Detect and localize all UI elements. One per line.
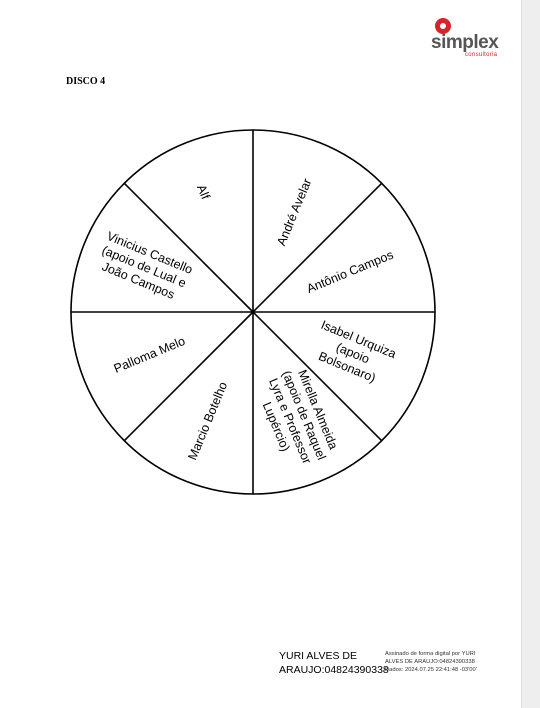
slice-label-8-line-1: Alf: [194, 182, 213, 201]
signature-details: Assinado de forma digital por YURI ALVES…: [385, 650, 525, 674]
simplex-logo: simplex consultoria: [431, 14, 511, 60]
wheel-dividers: [71, 130, 435, 494]
signer-name-line1: YURI ALVES DE: [279, 650, 358, 662]
signature-detail-line1: Assinado de forma digital por YURI: [385, 651, 476, 657]
slice-label-8: Alf: [194, 182, 213, 201]
signature-detail-line3: Dados: 2024.07.25 22:41:48 -03'00': [385, 667, 477, 673]
page-edge: [521, 0, 540, 708]
signer-name-line2: ARAUJO:04824390338: [279, 664, 389, 676]
signature-detail-line2: ALVES DE ARAUJO:04824390338: [385, 659, 475, 665]
disco-title: DISCO 4: [66, 76, 106, 87]
wheel-divider-2: [252, 182, 383, 313]
logo-circle-icon: [435, 18, 451, 34]
wheel-divider-6: [123, 311, 254, 442]
wheel-divider-8: [123, 182, 254, 313]
logo-word: simplex: [431, 32, 499, 53]
logo-subtitle: consultoria: [465, 52, 498, 58]
wheel-divider-4: [252, 311, 383, 442]
signer-name: YURI ALVES DE ARAUJO:04824390338: [279, 649, 389, 677]
